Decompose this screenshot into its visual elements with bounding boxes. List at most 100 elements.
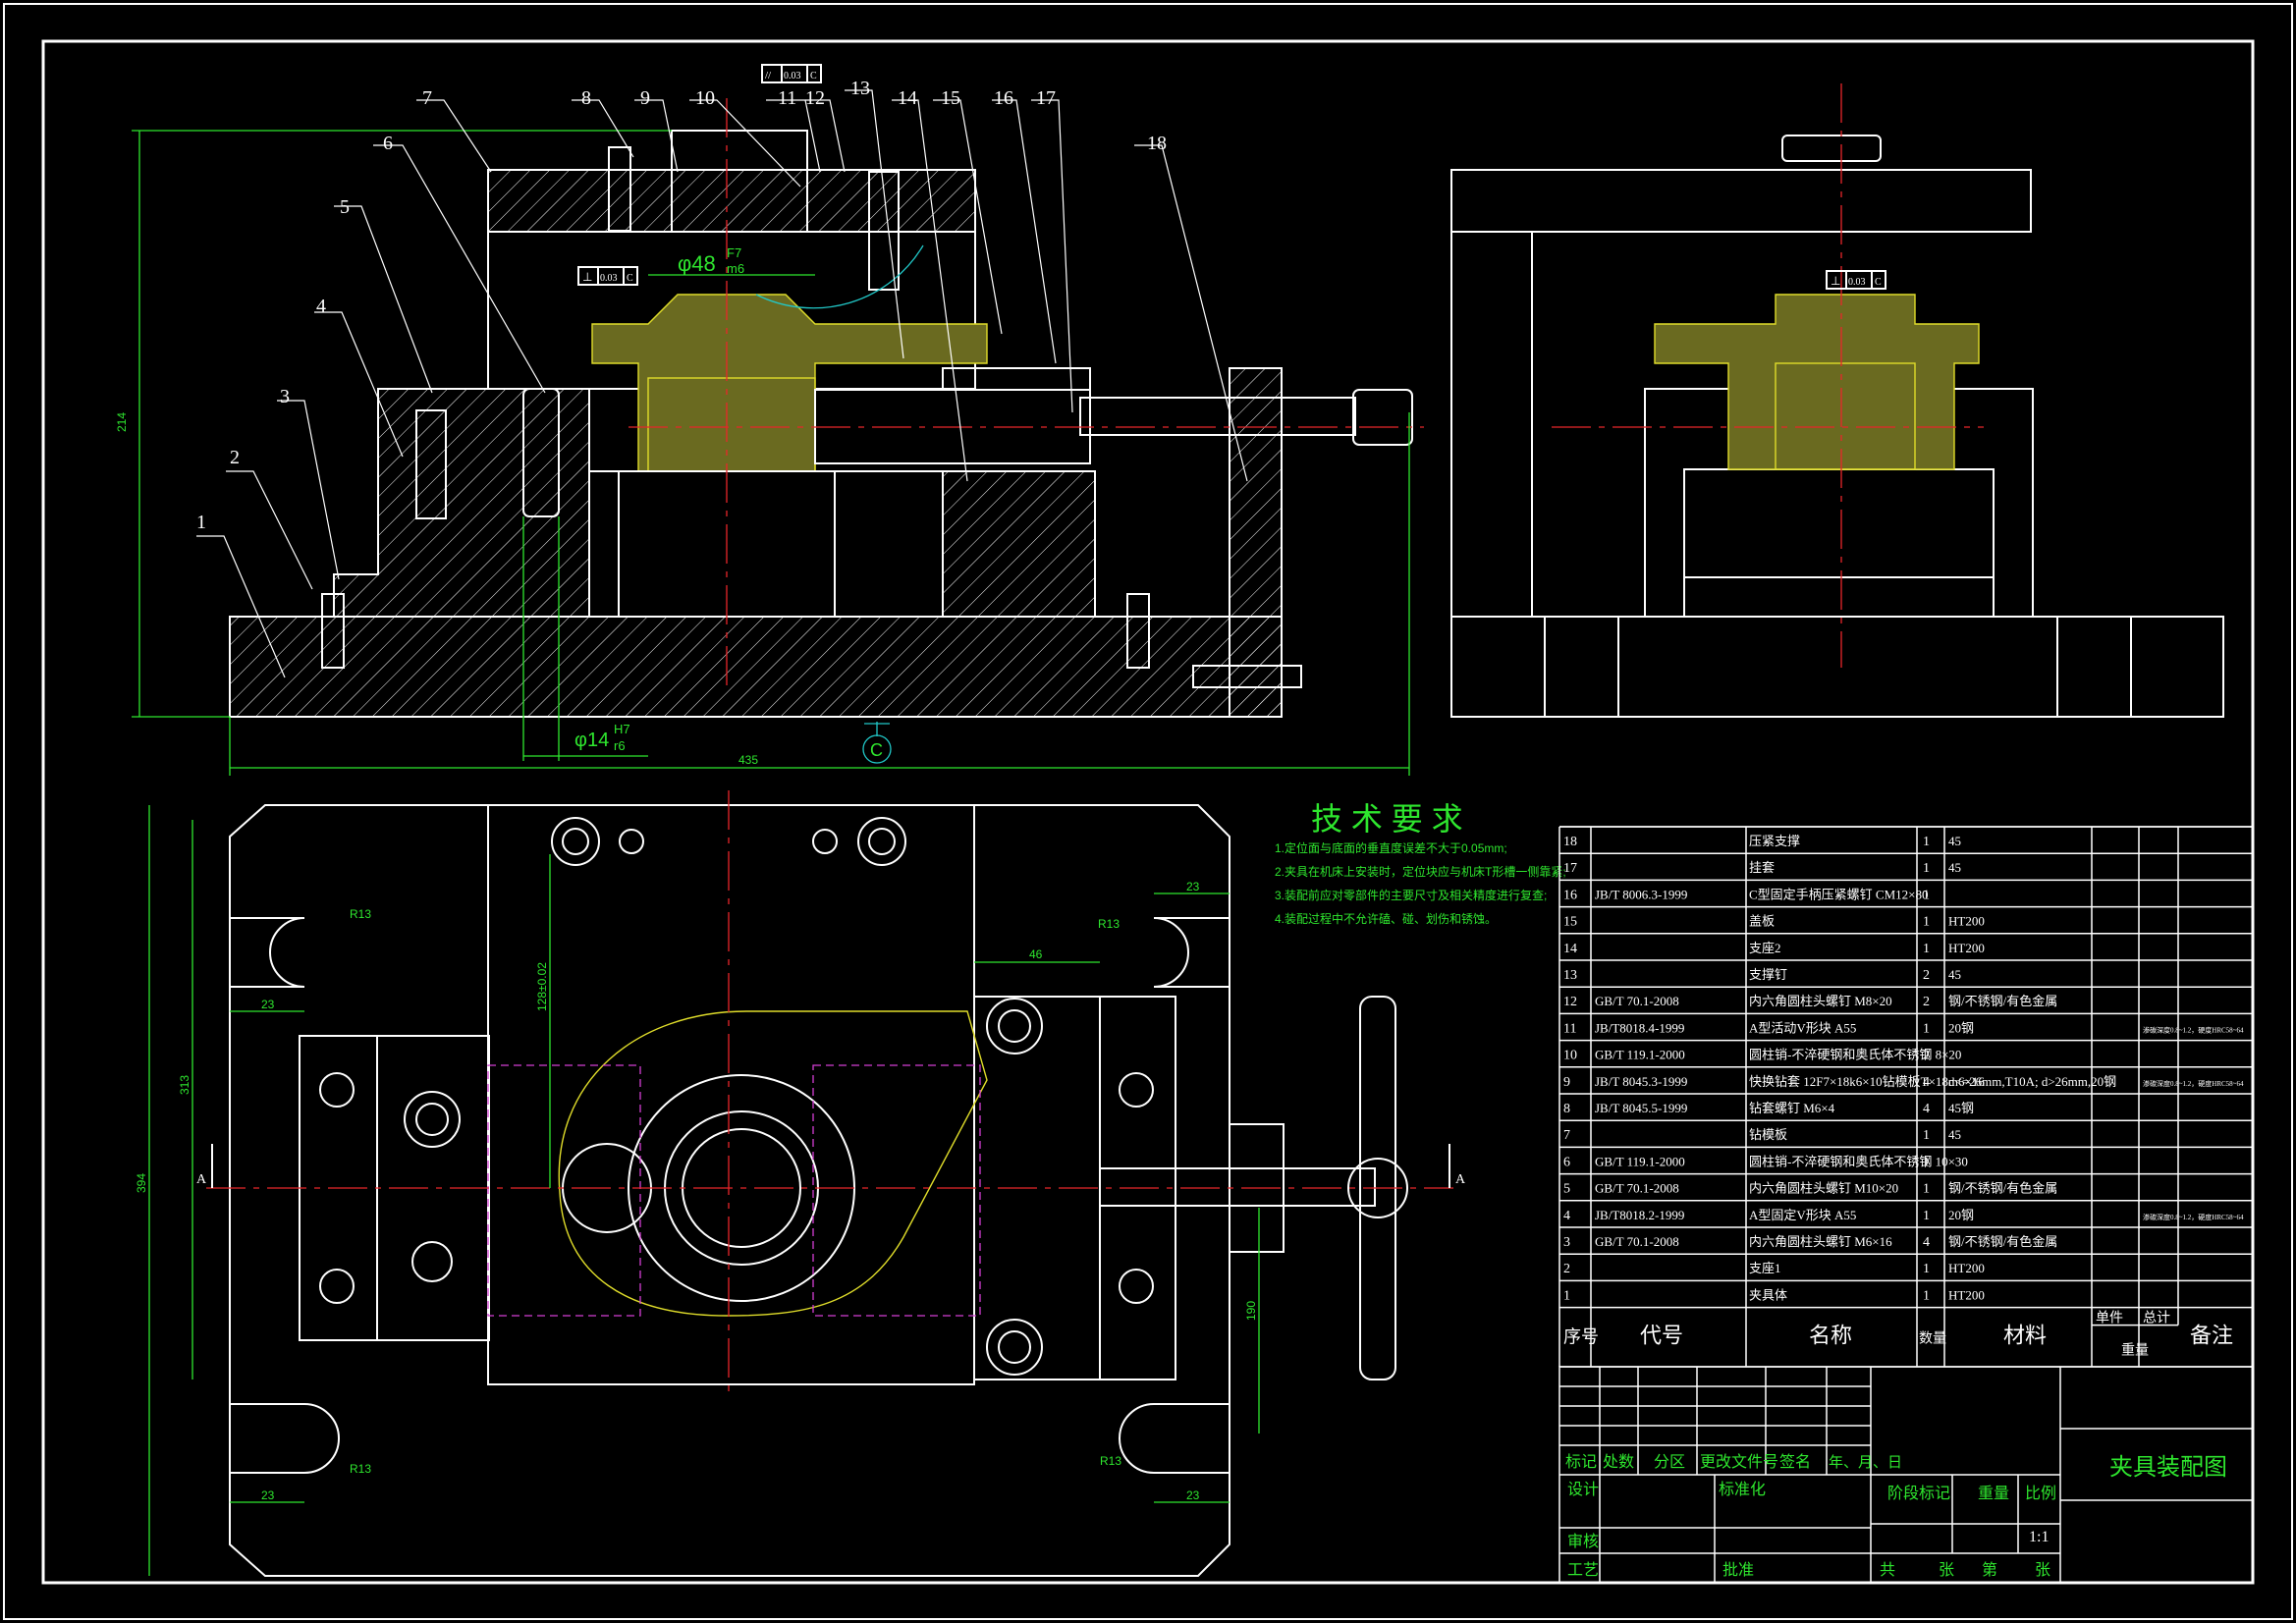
bom-cell-qty: 1	[1923, 1155, 1930, 1169]
tb-count: 处数	[1603, 1453, 1634, 1471]
tech-req-item-2: 2.夹具在机床上安装时，定位块应与机床T形槽一侧靠紧;	[1275, 864, 1566, 879]
bom-cell-material: HT200	[1948, 1261, 1985, 1275]
bom-cell-qty: 1	[1923, 942, 1930, 956]
bolt-drill-plate	[608, 146, 631, 232]
bom-cell-name: 钻模板	[1749, 1127, 1787, 1142]
bom-cell-name: 盖板	[1749, 914, 1775, 929]
plan-outline	[229, 804, 1230, 1577]
bolt-right-base	[1126, 593, 1150, 669]
plan-bolt-4	[319, 1269, 355, 1304]
bom-header-no: 序号	[1563, 1327, 1599, 1347]
svg-text://: //	[765, 70, 772, 81]
tol-frame-2: ⊥ 0.03 C	[577, 266, 638, 286]
plan-bolt-10	[1119, 1269, 1154, 1304]
plan-screw	[1099, 1167, 1376, 1207]
bom-cell-remark: 渗碳深度0.8~1.2，硬度HRC58~64	[2143, 1213, 2244, 1221]
tb-review: 审核	[1567, 1533, 1599, 1550]
svg-text:14: 14	[898, 87, 917, 109]
plan-dim-slot-w1-text: 23	[261, 998, 275, 1011]
plan-dim-inner-text: 313	[178, 1075, 191, 1095]
bom-cell-material: 钢/不锈钢/有色金属	[1948, 1234, 2057, 1249]
svg-text:17: 17	[1036, 87, 1056, 109]
plan-view: A A 394 313 128±0.02 46 190 23 23 23 23 …	[135, 790, 1466, 1577]
bom-cell-name: 圆柱销-不淬硬钢和奥氏体不锈钢 8×20	[1749, 1048, 1961, 1062]
bom-cell-name: 快换钻套 12F7×18k6×10钻模板T×18m6×16	[1749, 1074, 1985, 1089]
svg-text:0.03: 0.03	[600, 273, 618, 284]
bom-cell-no: 15	[1563, 915, 1577, 930]
sheet-outer-border	[3, 3, 2293, 1620]
section-label-left: A	[196, 1172, 207, 1187]
svg-text:13: 13	[850, 78, 870, 99]
dim-height-text: 214	[115, 412, 129, 432]
tb-mark: 标记	[1565, 1453, 1597, 1471]
plan-radius-4: R13	[1100, 1454, 1121, 1468]
bom-header-unit: 单件	[2096, 1311, 2123, 1326]
svg-text:C: C	[810, 71, 817, 81]
plan-bolt-1-hex	[562, 828, 589, 855]
bom-cell-material: 45	[1948, 1127, 1961, 1142]
tech-req-item-1: 1.定位面与底面的垂直度误差不大于0.05mm;	[1275, 840, 1507, 855]
bolt-drill-plate-2	[868, 171, 900, 291]
bom-header-name: 名称	[1809, 1324, 1852, 1348]
plan-workpiece-outline	[558, 1010, 988, 1317]
bore-fit-upper: F7	[727, 245, 741, 260]
bom-cell-code: GB/T 70.1-2008	[1595, 994, 1679, 1008]
bom-cell-no: 10	[1563, 1049, 1577, 1063]
bom-cell-no: 9	[1563, 1075, 1570, 1090]
bom-cell-no: 1	[1563, 1288, 1570, 1303]
bom-cell-no: 8	[1563, 1102, 1570, 1116]
svg-text:C: C	[1875, 277, 1882, 288]
plan-bolt-9	[1119, 1072, 1154, 1108]
plan-bolt-2-hex	[868, 828, 896, 855]
slot-top-right	[1153, 917, 1230, 988]
bom-cell-no: 5	[1563, 1182, 1570, 1197]
bom-cell-no: 18	[1563, 835, 1577, 849]
swing-arc	[755, 244, 924, 309]
bom-cell-qty: 2	[1923, 995, 1930, 1009]
bom-cell-material: d<=26mm,T10A; d>26mm,20钢	[1948, 1074, 2116, 1089]
plan-dim-190-text: 190	[1244, 1301, 1258, 1321]
plan-dim-46-text: 46	[1029, 947, 1043, 961]
bom-cell-material: 钢/不锈钢/有色金属	[1948, 994, 2057, 1008]
inner-column-left	[588, 470, 620, 618]
tb-unit-a: 张	[1939, 1561, 1954, 1579]
bom-cell-no: 2	[1563, 1262, 1570, 1276]
bore-fit-text: φ48	[678, 251, 716, 276]
bom-cell-remark: 渗碳深度0.8~1.2，硬度HRC58~64	[2143, 1079, 2244, 1088]
slot-bot-right	[1119, 1403, 1230, 1474]
dim-width-text: 435	[738, 753, 758, 767]
clamp-screw-housing	[942, 367, 1091, 391]
bolt-left-support	[415, 409, 447, 519]
workpiece-section	[591, 294, 988, 472]
slot-bot-left	[230, 1403, 340, 1474]
bom-cell-material: 20钢	[1948, 1208, 1974, 1222]
bom-cell-qty: 4	[1923, 1075, 1930, 1090]
svg-text:10: 10	[695, 87, 715, 109]
bom-header-code: 代号	[1640, 1324, 1683, 1348]
plan-radius-2: R13	[1098, 917, 1120, 931]
bom-cell-qty: 2	[1923, 968, 1930, 983]
pin-fit-upper: H7	[614, 722, 630, 736]
callout-leaders	[196, 89, 1248, 678]
bom-cell-qty: 1	[1923, 1021, 1930, 1036]
clamp-knob	[1352, 389, 1413, 446]
svg-text:7: 7	[422, 87, 432, 109]
bom-cell-name: 钻套螺钉 M6×4	[1749, 1101, 1835, 1115]
svg-text:0.03: 0.03	[784, 71, 801, 81]
bom-cell-qty: 4	[1923, 1235, 1930, 1250]
bom-cell-name: 支座1	[1749, 1261, 1781, 1275]
plan-dim-slot-w2-text: 23	[1186, 880, 1200, 893]
svg-text:⊥: ⊥	[1831, 274, 1840, 288]
tb-change-doc: 更改文件号	[1700, 1453, 1778, 1471]
plan-radius-1: R13	[350, 907, 371, 921]
tb-process: 工艺	[1567, 1561, 1599, 1579]
tb-scale: 1:1	[2029, 1529, 2049, 1545]
bom-cell-no: 4	[1563, 1209, 1570, 1223]
bom-cell-no: 17	[1563, 861, 1577, 876]
bom-cell-name: 夹具体	[1749, 1287, 1787, 1302]
tb-signature: 签名	[1779, 1453, 1811, 1471]
plan-bolt-3	[319, 1072, 355, 1108]
bom-cell-name: 压紧支撑	[1749, 834, 1800, 848]
tb-weight: 重量	[1978, 1485, 2009, 1502]
